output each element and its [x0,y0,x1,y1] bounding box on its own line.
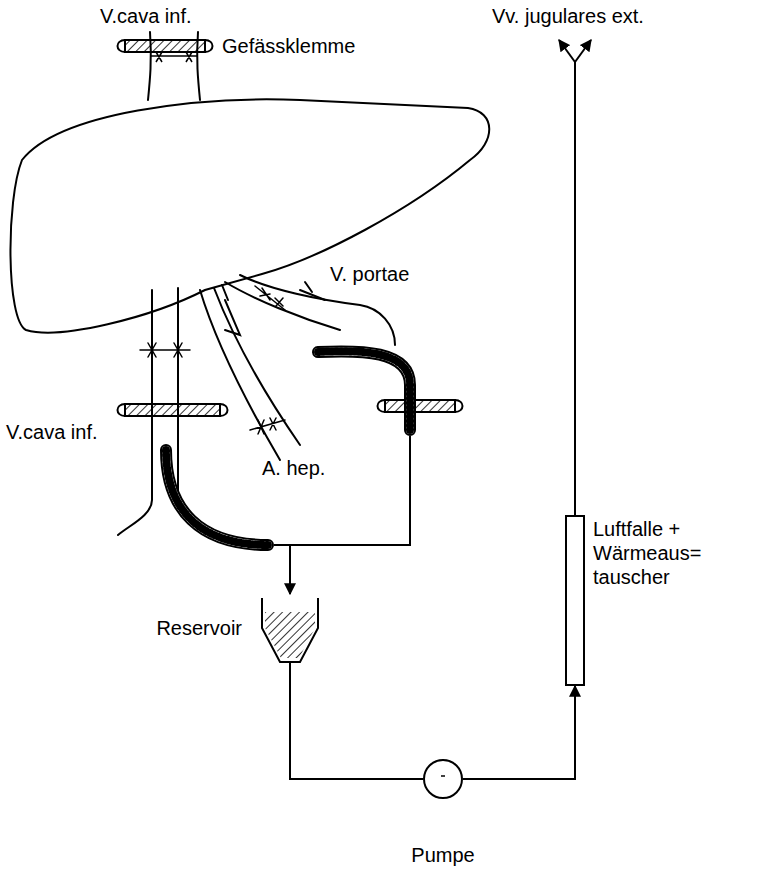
vessel-clamp [378,400,463,412]
node-label: Reservoir [156,616,242,640]
portal-vein [225,275,395,345]
small-vessel [222,285,240,335]
small-vessel [300,282,325,300]
vessel-label: A. hep. [262,456,325,480]
hepatic-artery [200,288,300,460]
air-trap-heat-exchanger: Luftfalle + Wärmeaus= tauscher [565,515,585,686]
cannula [166,351,410,545]
vessel-label: V. portae [330,262,409,286]
reservoir: Reservoir [262,598,318,662]
node-label: Luftfalle + Wärmeaus= tauscher [593,517,713,589]
vessel-label: V.cava inf. [6,420,98,444]
vessel-clamp [118,40,213,62]
reservoir-shape [262,598,318,662]
vessel-label: Vv. jugulares ext. [492,4,644,28]
liver-outline [10,99,489,332]
tubing-connector [463,686,575,779]
vessel-label: V.cava inf. [100,4,192,28]
pump: Pumpe [423,759,463,799]
node-label: Pumpe [411,843,474,867]
pump-shape [423,759,463,799]
tubing [559,40,591,515]
air-trap-heat-exchanger-shape [565,515,585,686]
vessel-clamp [118,404,228,416]
tubing-connector [290,662,423,779]
clamp-label: Gefässklemme [222,34,355,58]
